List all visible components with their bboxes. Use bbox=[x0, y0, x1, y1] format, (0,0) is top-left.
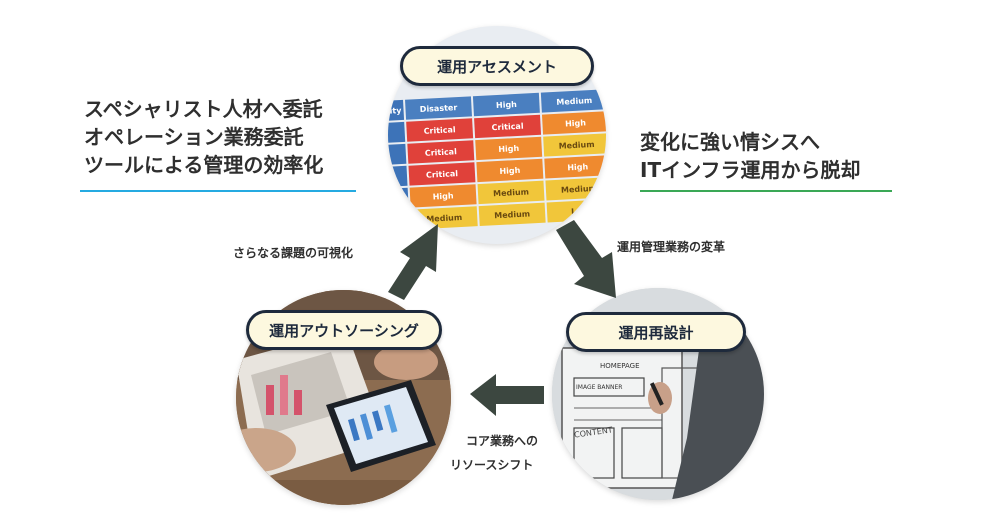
left-benefits-text: スペシャリスト人材へ委託 オペレーション業務委託 ツールによる管理の効率化 bbox=[84, 95, 323, 179]
risk-matrix-edge-cell bbox=[388, 187, 409, 209]
right-benefit-line-2: ITインフラ運用から脱却 bbox=[640, 158, 861, 182]
risk-matrix-cell: Critical bbox=[408, 162, 476, 186]
right-benefits-text: 変化に強い情シスへ ITインフラ運用から脱却 bbox=[640, 128, 860, 184]
sketch-image-banner-label: IMAGE BANNER bbox=[576, 384, 623, 391]
left-underline bbox=[80, 190, 356, 192]
arrow-down-right-icon bbox=[556, 220, 616, 298]
risk-matrix-cell: Disaster bbox=[405, 96, 472, 120]
risk-matrix-cell: Medium bbox=[540, 89, 606, 113]
risk-matrix-cell: High bbox=[544, 155, 606, 179]
risk-matrix-edge-cell bbox=[388, 143, 407, 165]
node-operation-outsourcing: 運用アウトソーシング bbox=[246, 310, 442, 350]
risk-matrix-cell: High bbox=[472, 92, 540, 117]
left-benefit-line-2: オペレーション業務委託 bbox=[84, 125, 304, 149]
risk-matrix-cell: High bbox=[541, 111, 606, 135]
right-benefit-line-1: 変化に強い情シスへ bbox=[640, 130, 820, 154]
risk-matrix-cell: Medium bbox=[543, 133, 606, 157]
risk-matrix-cell: High bbox=[409, 184, 477, 208]
caption-core-work-line-1: コア業務への bbox=[466, 434, 539, 448]
risk-matrix-cell: Critical bbox=[474, 114, 542, 139]
left-benefit-line-3: ツールによる管理の効率化 bbox=[84, 153, 324, 177]
risk-matrix-cell: Medium bbox=[545, 177, 606, 201]
risk-matrix-cell: High bbox=[476, 158, 544, 183]
risk-matrix-cell: Medium bbox=[478, 202, 546, 227]
caption-management-transformation: 運用管理業務の変革 bbox=[617, 240, 726, 254]
arrow-left-icon bbox=[470, 374, 544, 416]
caption-core-work-line-2: リソースシフト bbox=[450, 458, 534, 472]
risk-matrix-cell: High bbox=[475, 136, 543, 161]
right-underline bbox=[640, 190, 892, 192]
arrow-up-right-icon bbox=[388, 224, 438, 300]
caption-issue-visualization: さらなる課題の可視化 bbox=[233, 246, 354, 260]
node-operation-assessment: 運用アセスメント bbox=[400, 46, 594, 86]
risk-matrix-edge-cell bbox=[388, 121, 406, 143]
node-operation-redesign: 運用再設計 bbox=[566, 312, 746, 352]
risk-matrix-cell: Medium bbox=[477, 180, 545, 205]
risk-matrix-cell: Critical bbox=[406, 118, 474, 142]
risk-matrix-cell: Critical bbox=[407, 140, 475, 164]
sketch-homepage-label: HOMEPAGE bbox=[600, 362, 640, 370]
risk-matrix-edge-cell bbox=[388, 165, 408, 187]
risk-matrix-edge-cell: rity bbox=[388, 99, 405, 121]
left-benefit-line-1: スペシャリスト人材へ委託 bbox=[84, 97, 323, 121]
